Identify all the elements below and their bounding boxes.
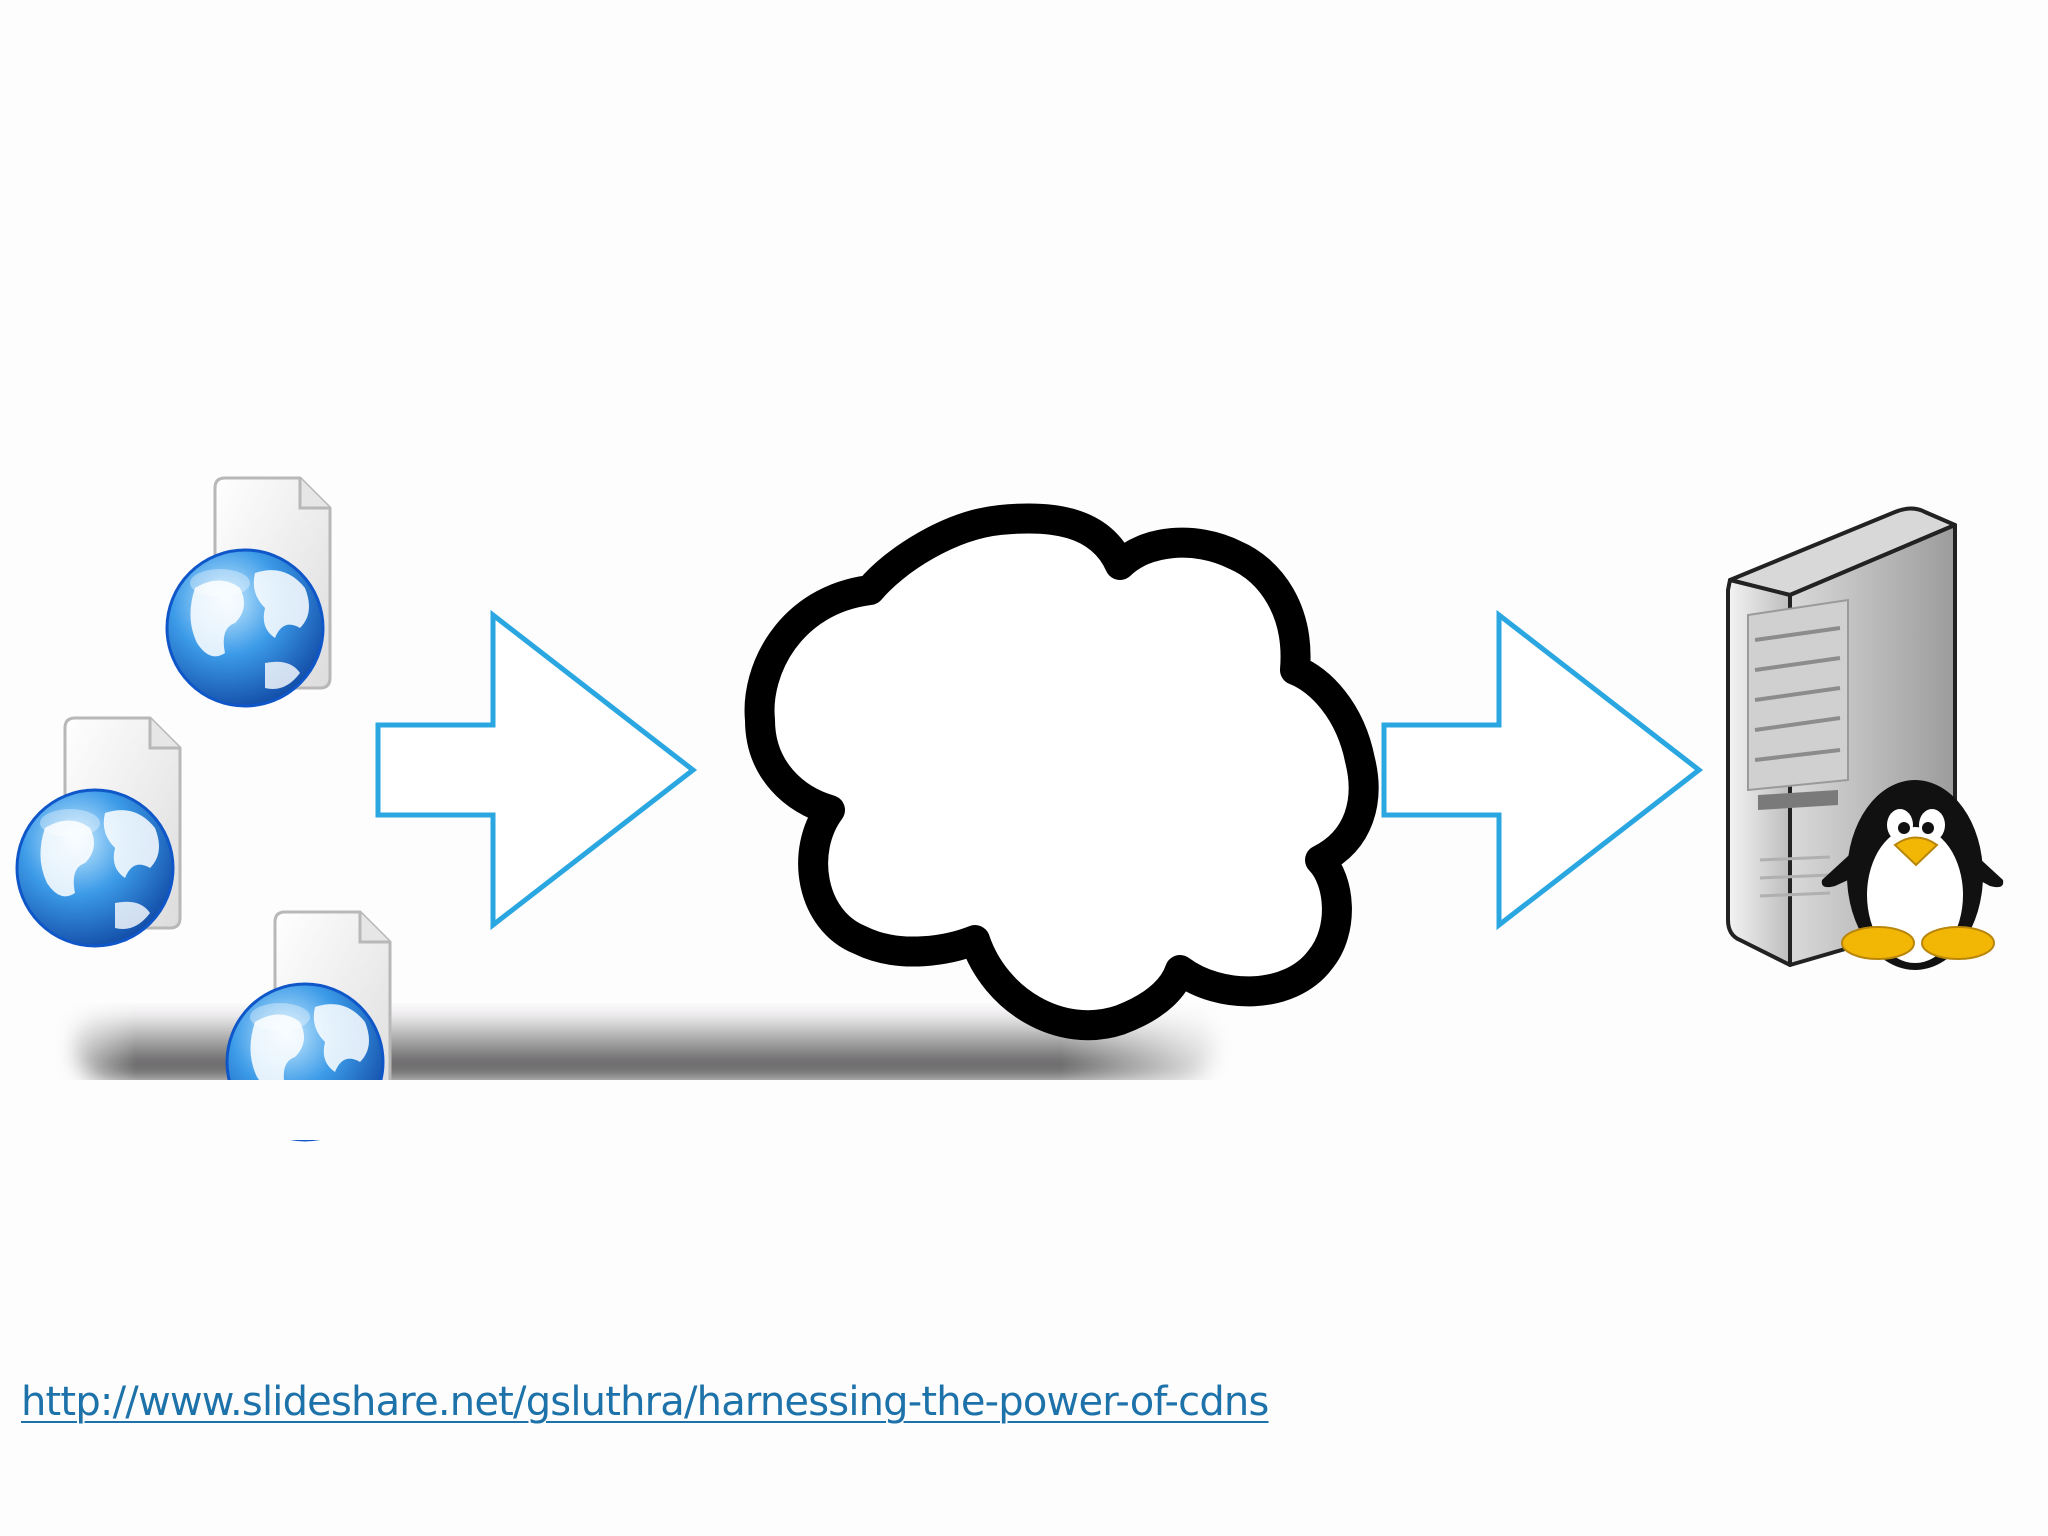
web-page-globe-icon bbox=[165, 476, 332, 708]
arrow-right-icon bbox=[1384, 615, 1699, 925]
linux-server-icon bbox=[1726, 506, 2004, 970]
linux-penguin-icon bbox=[1821, 780, 2004, 970]
cloud-icon bbox=[744, 503, 1379, 1041]
web-page-globe-icon bbox=[15, 716, 182, 948]
arrow-right-icon bbox=[378, 615, 693, 925]
source-link[interactable]: http://www.slideshare.net/gsluthra/harne… bbox=[21, 1379, 1269, 1425]
